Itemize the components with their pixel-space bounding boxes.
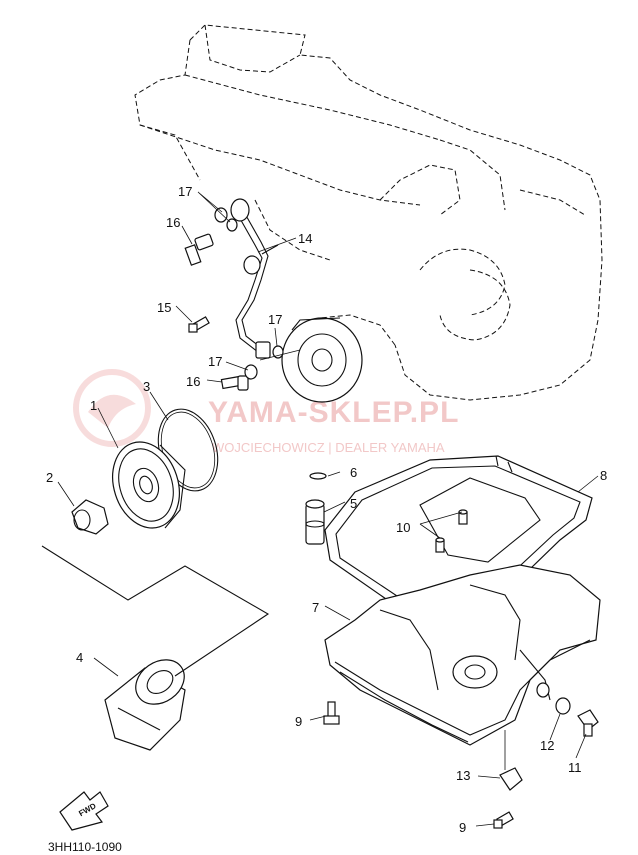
leader-lines [57,191,599,827]
diagram-code: 3HH110-1090 [48,840,122,854]
callout-4: 4 [76,650,83,665]
bolt-9-left [323,701,340,725]
watermark-logo-icon [73,369,151,447]
union-bolt-upper [184,233,214,266]
engine-block-outline [134,24,603,401]
watermark-title: YAMA-SKLEP.PL [208,396,459,429]
callout-17-low: 17 [208,354,222,369]
copper-washers [214,207,284,380]
callout-16-lower: 16 [186,374,200,389]
dowel-pins [435,509,468,553]
watermark-subtitle: WOJCIECHOWICZ | DEALER YAMAHA [212,440,445,455]
oil-filter [104,659,186,751]
bolt-9-bottom [493,811,514,829]
oil-pan-gasket [324,455,593,641]
callouts: 1 2 3 4 5 6 7 8 9 9 10 11 12 13 14 15 16… [46,184,607,835]
callout-15: 15 [157,300,171,315]
union-bolt-2 [71,499,109,535]
explode-line-left [41,545,270,677]
oil-delivery-pipe [230,198,279,359]
fwd-arrow-icon: FWD [59,791,109,831]
callout-9-left: 9 [295,714,302,729]
drain-plug [577,709,599,737]
callout-11: 11 [568,760,582,775]
callout-2: 2 [46,470,53,485]
crank-cover [281,317,363,403]
bolt-15 [188,316,210,333]
callout-13: 13 [456,768,470,783]
watermark: YAMA-SKLEP.PL WOJCIECHOWICZ | DEALER YAM… [73,369,459,455]
callout-5: 5 [350,496,357,511]
callout-17-top: 17 [178,184,192,199]
callout-9-bottom: 9 [459,820,466,835]
callout-16-upper: 16 [166,215,180,230]
oil-pan [324,564,601,746]
union-bolt-lower [220,375,249,391]
callout-3: 3 [143,379,150,394]
callout-6: 6 [350,465,357,480]
callout-1: 1 [90,398,97,413]
callout-14: 14 [298,231,312,246]
callout-17-mid: 17 [268,312,282,327]
oil-cooler [112,441,186,529]
callout-8: 8 [600,468,607,483]
relief-valve [305,499,325,545]
cap [309,472,327,480]
callout-7: 7 [312,600,319,615]
callout-10: 10 [396,520,410,535]
clamp [499,767,523,791]
callout-12: 12 [540,738,554,753]
drain-gasket [555,697,571,715]
